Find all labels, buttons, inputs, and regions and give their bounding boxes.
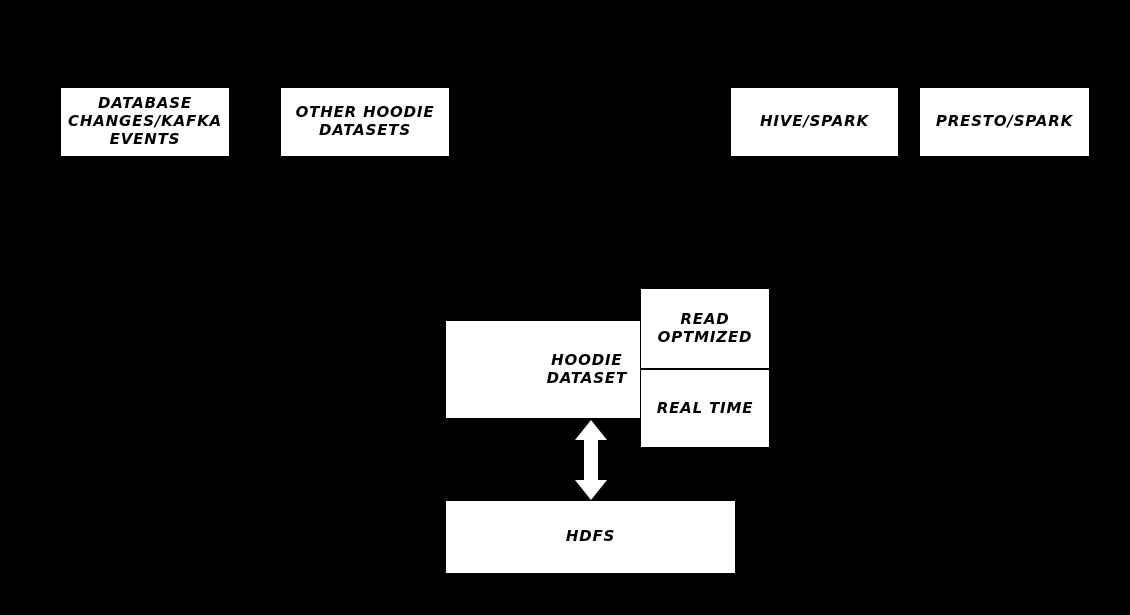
node-label: OTHER HOODIE DATASETS [295,103,435,139]
node-hive-spark[interactable]: HIVE/SPARK [731,88,898,156]
node-label: REAL TIME [656,398,754,417]
node-label: HIVE/SPARK [760,112,869,131]
node-other-hoodie-datasets[interactable]: OTHER HOODIE DATASETS [281,88,449,156]
node-read-optimized-view[interactable]: READ OPTMIZED [641,289,769,370]
node-label: HOODIE DATASET [546,350,627,387]
node-hdfs[interactable]: HDFS [446,501,735,573]
node-label: HDFS [565,527,616,546]
node-database-changes-kafka-events[interactable]: DATABASE CHANGES/KAFKA EVENTS [61,88,229,156]
node-presto-spark[interactable]: PRESTO/SPARK [920,88,1089,156]
node-hoodie-dataset[interactable]: HOODIE DATASET [446,321,640,418]
node-label: DATABASE CHANGES/KAFKA EVENTS [67,94,222,148]
node-real-time-view[interactable]: REAL TIME [641,370,769,447]
double-arrow-icon [571,418,611,502]
node-label: READ OPTMIZED [657,309,753,346]
node-label: PRESTO/SPARK [935,112,1074,131]
